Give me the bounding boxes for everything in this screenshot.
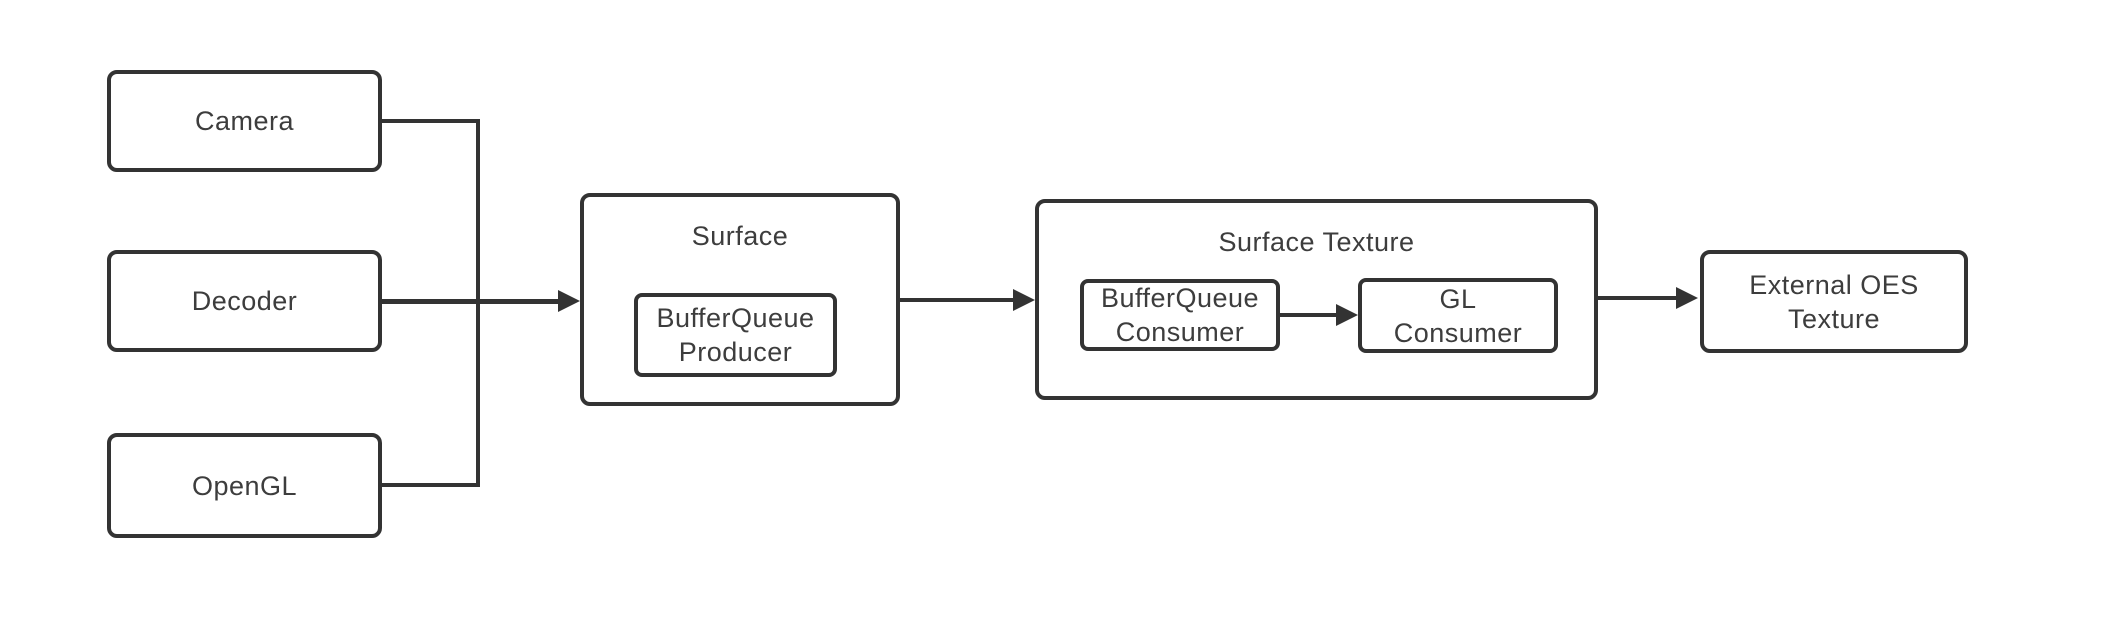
arrow-surfacetexture-to-externaloes-shaft bbox=[1598, 296, 1677, 300]
node-camera: Camera bbox=[107, 70, 382, 172]
node-opengl: OpenGL bbox=[107, 433, 382, 538]
node-surface: Surface BufferQueue Producer bbox=[580, 193, 900, 406]
node-decoder: Decoder bbox=[107, 250, 382, 352]
node-surface-texture-title: Surface Texture bbox=[1218, 227, 1415, 257]
arrow-junction-to-surface-shaft bbox=[382, 299, 559, 304]
node-camera-label: Camera bbox=[194, 106, 295, 136]
node-decoder-label: Decoder bbox=[191, 286, 298, 316]
arrow-bqconsumer-to-glconsumer-shaft bbox=[1280, 313, 1337, 317]
arrowhead-icon bbox=[1676, 287, 1698, 309]
node-gl-consumer-label: GL Consumer bbox=[1393, 283, 1523, 348]
arrowhead-icon bbox=[558, 290, 580, 312]
node-bufferqueue-producer-label: BufferQueue Producer bbox=[656, 303, 815, 367]
connector-camera-to-junction bbox=[382, 119, 480, 123]
arrow-surface-to-surfacetexture-shaft bbox=[900, 298, 1014, 302]
node-bufferqueue-consumer: BufferQueue Consumer bbox=[1080, 279, 1280, 351]
arrowhead-icon bbox=[1336, 304, 1358, 326]
node-gl-consumer: GL Consumer bbox=[1358, 278, 1558, 353]
node-bufferqueue-producer: BufferQueue Producer bbox=[634, 293, 837, 377]
node-external-oes-texture-label: External OES Texture bbox=[1749, 269, 1919, 334]
node-surface-title: Surface bbox=[691, 221, 789, 251]
node-bufferqueue-consumer-label: BufferQueue Consumer bbox=[1100, 283, 1260, 347]
connector-opengl-to-junction bbox=[382, 483, 480, 487]
node-external-oes-texture: External OES Texture bbox=[1700, 250, 1968, 353]
node-surface-texture: Surface Texture BufferQueue Consumer GL … bbox=[1035, 199, 1598, 400]
node-opengl-label: OpenGL bbox=[191, 470, 298, 501]
arrowhead-icon bbox=[1013, 289, 1035, 311]
